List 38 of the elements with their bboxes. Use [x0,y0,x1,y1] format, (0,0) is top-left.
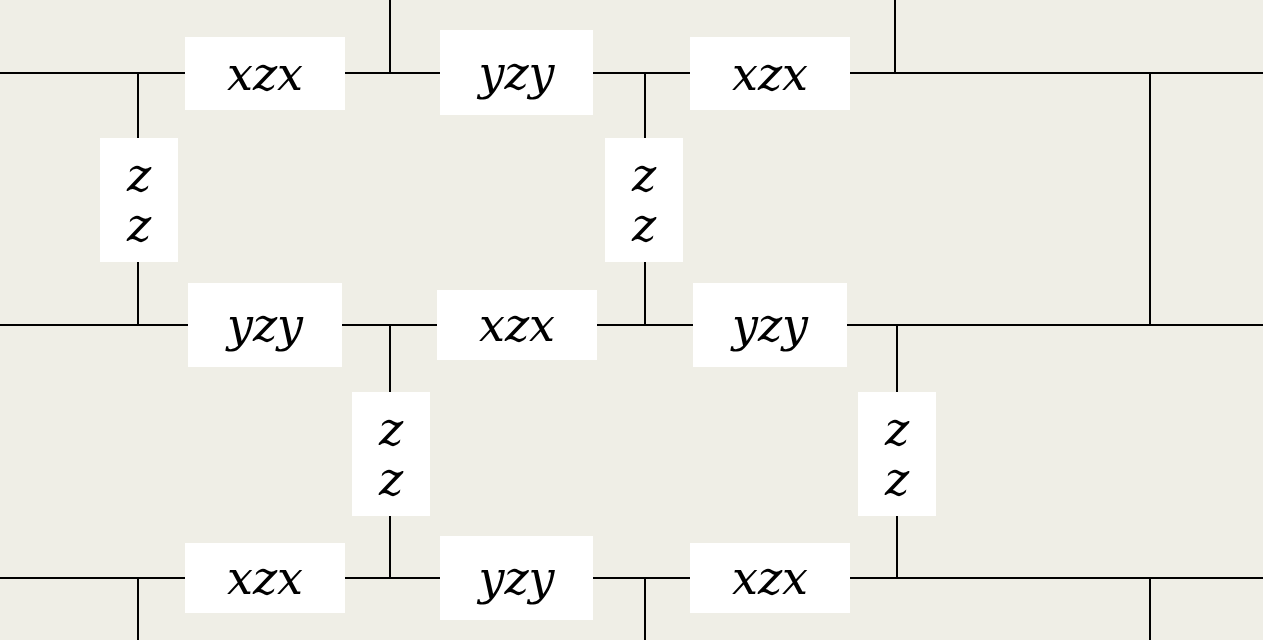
operator-label: xzx [226,48,304,99]
operator-label: yzy [478,553,555,603]
operator-box [185,37,345,110]
wire [344,72,441,74]
operator-box [100,138,178,262]
operator-box [437,290,597,360]
wire [344,515,391,579]
operator-box [690,37,850,110]
operator-label: xzx [226,553,304,603]
operator-label: z z [630,150,658,250]
wire [137,72,186,139]
wire [137,261,189,326]
operator-box [185,543,345,613]
wire [341,324,391,393]
operator-label: z z [377,404,405,504]
operator-label: xzx [478,300,556,350]
operator-label: z z [883,404,911,504]
operator-box [352,392,430,516]
operator-box [188,283,342,367]
operator-box [440,536,593,620]
wire [849,72,1263,74]
wire [644,72,691,139]
wire [849,515,898,579]
wire [592,577,691,579]
operator-label: xzx [731,48,809,99]
operator-box [440,30,593,115]
operator-label: z z [125,150,153,250]
operator-box [605,138,683,262]
wire [846,324,898,393]
wire [0,577,186,579]
operator-label: yzy [226,300,304,350]
operator-label: xzx [731,553,809,603]
operator-label: yzy [478,47,555,98]
operator-box [690,543,850,613]
operator-box [858,392,936,516]
operator-box [693,283,847,367]
wire [644,261,694,326]
operator-label: yzy [731,300,809,350]
